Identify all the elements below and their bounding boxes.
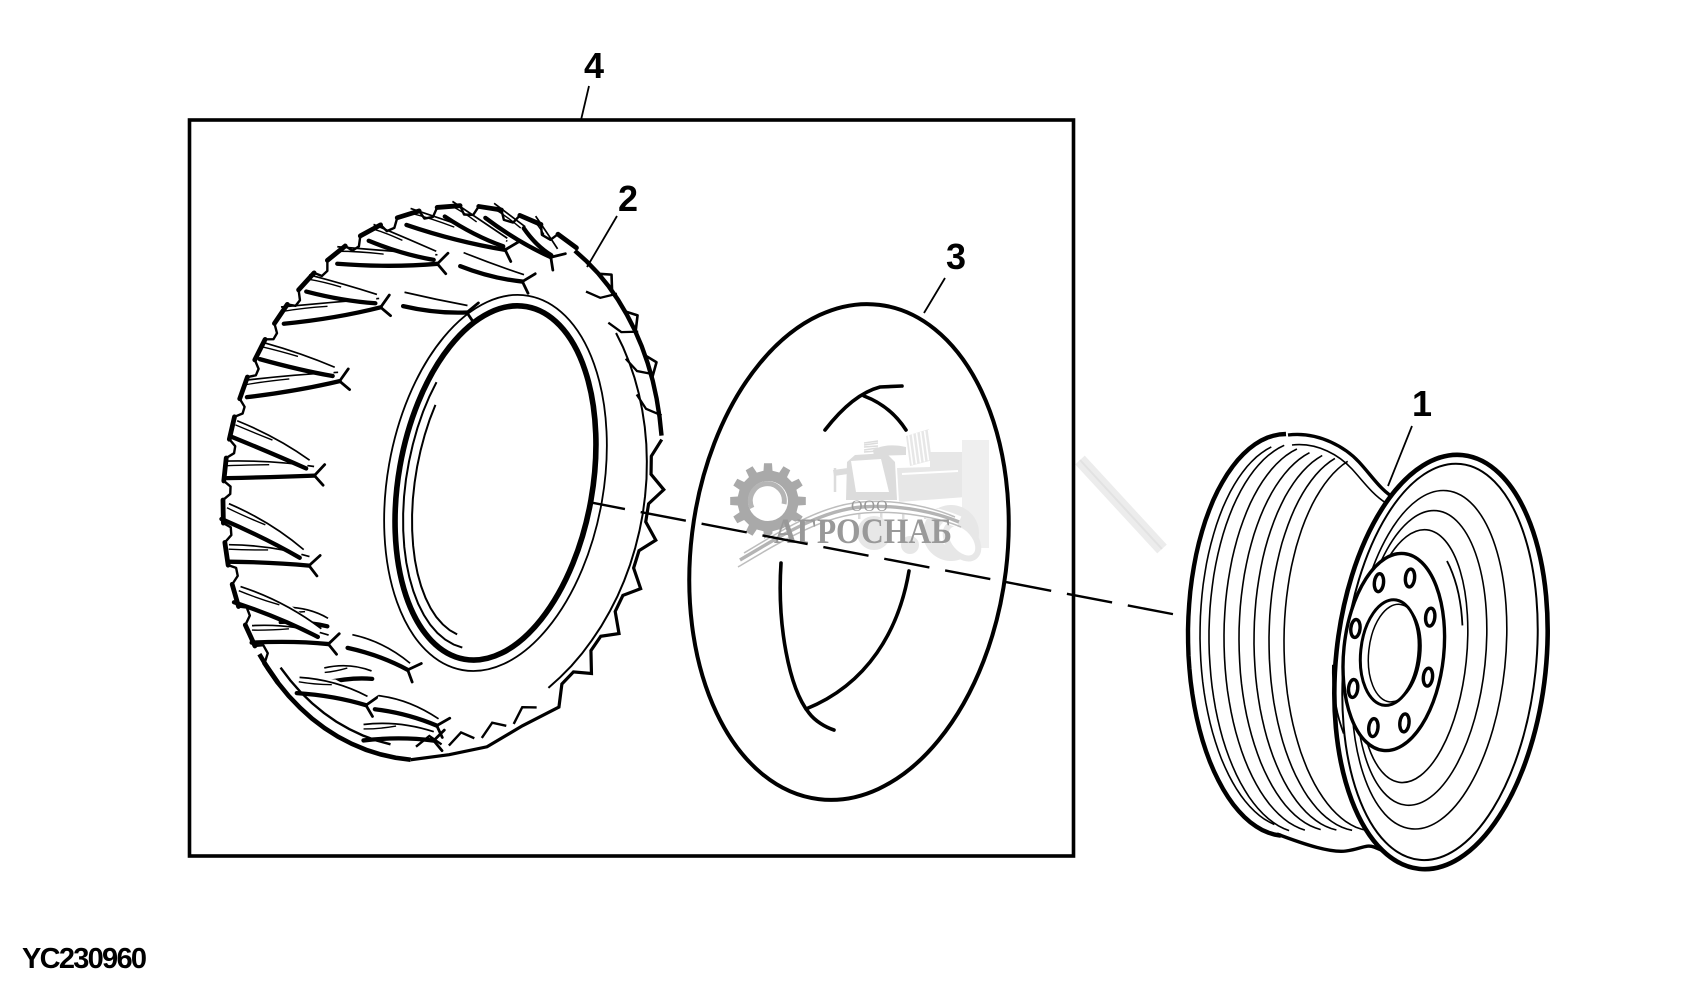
svg-text:YC230960: YC230960 [22, 943, 147, 975]
svg-text:1: 1 [1412, 383, 1432, 424]
svg-text:4: 4 [584, 45, 604, 86]
svg-text:3: 3 [946, 236, 966, 277]
svg-text:ООО: ООО [851, 498, 889, 515]
svg-text:АГРОСНАБ: АГРОСНАБ [774, 511, 952, 551]
svg-text:2: 2 [618, 178, 638, 219]
